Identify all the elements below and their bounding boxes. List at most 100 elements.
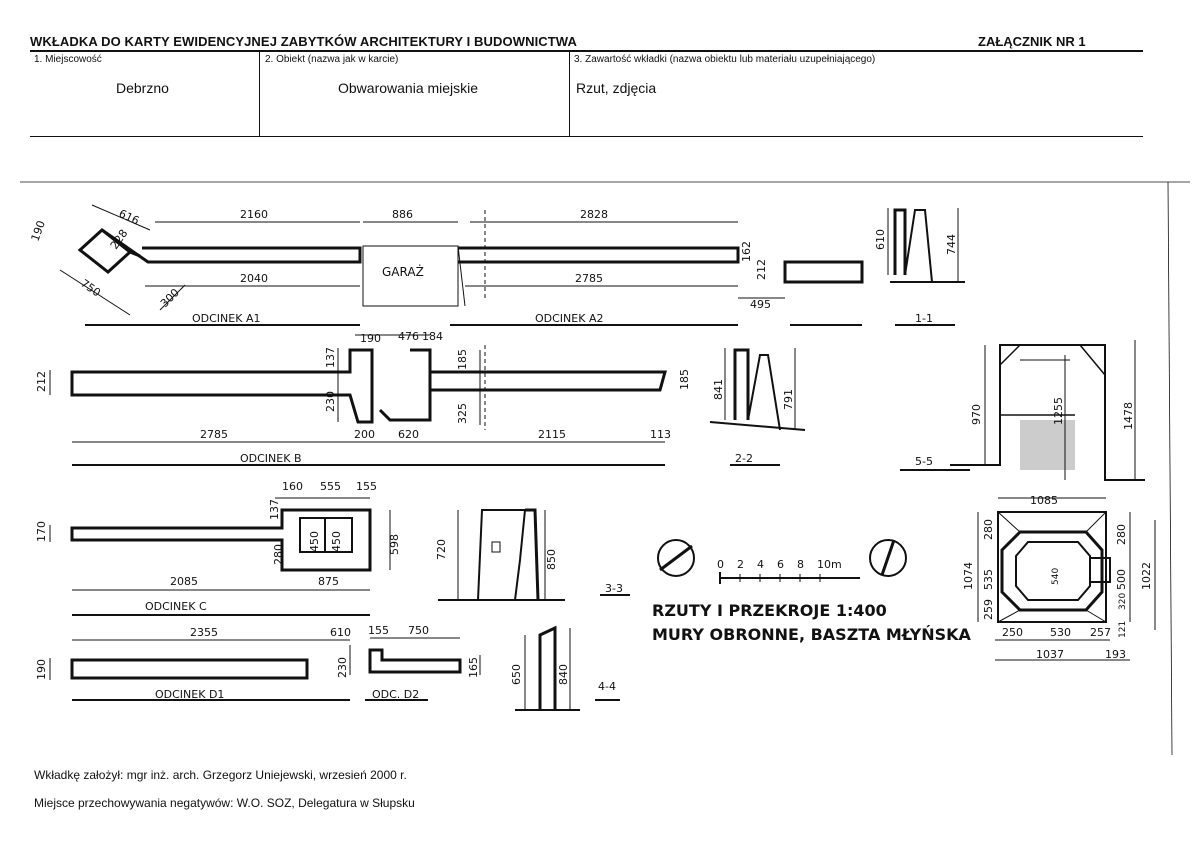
footer-author: Wkładkę założył: mgr inż. arch. Grzegorz… bbox=[34, 768, 407, 782]
field-divider bbox=[259, 51, 260, 137]
dim-193: 193 bbox=[1105, 648, 1126, 661]
dim-160: 160 bbox=[282, 480, 303, 493]
garage-outline bbox=[362, 245, 459, 307]
dim-540: 540 bbox=[1051, 568, 1061, 585]
dim-2355: 2355 bbox=[190, 626, 218, 639]
wall-b-right bbox=[430, 370, 667, 392]
wall-c bbox=[70, 508, 372, 572]
dim-230d: 230 bbox=[336, 657, 349, 678]
dim-165: 165 bbox=[467, 657, 480, 678]
wall-a2 bbox=[458, 246, 740, 264]
drawing-title-line1: RZUTY I PRZEKROJE 1:400 bbox=[652, 601, 887, 620]
label-section-3-3: 3-3 bbox=[605, 582, 623, 595]
section-3-3 bbox=[477, 509, 527, 601]
scale-tick-4: 4 bbox=[757, 558, 764, 571]
dim-300: 300 bbox=[158, 286, 182, 310]
dim-230: 230 bbox=[324, 391, 337, 412]
dim-1074: 1074 bbox=[962, 562, 975, 590]
dim-2828: 2828 bbox=[580, 208, 608, 221]
dim-875: 875 bbox=[318, 575, 339, 588]
field-object-label: 2. Obiekt (nazwa jak w karcie) bbox=[265, 54, 399, 65]
dim-2160: 2160 bbox=[240, 208, 268, 221]
dim-162: 162 bbox=[740, 241, 753, 262]
drawing-svg: 2160 886 2828 616 190 228 750 300 2040 2… bbox=[20, 181, 1190, 756]
dim-280: 280 bbox=[272, 544, 285, 565]
field-divider bbox=[569, 51, 570, 137]
label-odcinek-b: ODCINEK B bbox=[240, 452, 302, 465]
dim-320: 320 bbox=[1118, 593, 1128, 610]
dim-155d: 155 bbox=[368, 624, 389, 637]
dim-190d: 190 bbox=[35, 659, 48, 680]
field-object-value: Obwarowania miejskie bbox=[338, 80, 479, 96]
dim-280r: 280 bbox=[1115, 524, 1128, 545]
dim-250: 250 bbox=[1002, 626, 1023, 639]
dim-257: 257 bbox=[1090, 626, 1111, 639]
north-arrow-right bbox=[869, 539, 907, 577]
wall-d1 bbox=[70, 658, 309, 680]
dim-744: 744 bbox=[945, 234, 958, 255]
dim-840: 840 bbox=[557, 664, 570, 685]
label-section-4-4: 4-4 bbox=[598, 680, 616, 693]
dim-1478: 1478 bbox=[1122, 402, 1135, 430]
section-5-5 bbox=[950, 344, 1145, 481]
wall-a2-end bbox=[783, 260, 864, 284]
dim-1085: 1085 bbox=[1030, 494, 1058, 507]
dim-184: 184 bbox=[422, 330, 443, 343]
field-contents-value: Rzut, zdjęcia bbox=[576, 80, 657, 96]
dim-185: 185 bbox=[456, 349, 469, 370]
field-locality-label: 1. Miejscowość bbox=[34, 54, 102, 65]
dim-530: 530 bbox=[1050, 626, 1071, 639]
wall-a1 bbox=[101, 228, 362, 264]
drawing-title-line2: MURY OBRONNE, BASZTA MŁYŃSKA bbox=[652, 625, 972, 644]
label-odcinek-d1: ODCINEK D1 bbox=[155, 688, 224, 701]
label-section-2-2: 2-2 bbox=[735, 452, 753, 465]
dim-720: 720 bbox=[435, 539, 448, 560]
dim-2785b: 2785 bbox=[200, 428, 228, 441]
dim-610: 610 bbox=[874, 229, 887, 250]
section-4-4 bbox=[538, 625, 557, 710]
dim-450a: 450 bbox=[308, 531, 321, 552]
label-odcinek-c: ODCINEK C bbox=[145, 600, 207, 613]
label-odcinek-a1: ODCINEK A1 bbox=[192, 312, 260, 325]
tower-plan bbox=[997, 511, 1107, 623]
field-locality-value: Debrzno bbox=[116, 80, 169, 96]
scale-tick-10m: 10m bbox=[817, 558, 842, 571]
architectural-drawing: 2160 886 2828 616 190 228 750 300 2040 2… bbox=[20, 180, 1190, 756]
dim-185r: 185 bbox=[678, 369, 691, 390]
dim-259: 259 bbox=[982, 599, 995, 620]
dim-170: 170 bbox=[35, 521, 48, 542]
dim-476: 476 bbox=[398, 330, 419, 343]
north-arrow-left bbox=[657, 539, 695, 577]
label-odcinek-d2: ODC. D2 bbox=[372, 688, 419, 701]
dim-2785: 2785 bbox=[575, 272, 603, 285]
section-2-2 bbox=[733, 348, 750, 420]
scale-tick-0: 0 bbox=[717, 558, 724, 571]
dim-325: 325 bbox=[456, 403, 469, 424]
scale-tick-6: 6 bbox=[777, 558, 784, 571]
dim-791: 791 bbox=[782, 389, 795, 410]
wall-d2 bbox=[368, 648, 462, 674]
dim-2115: 2115 bbox=[538, 428, 566, 441]
dim-2040: 2040 bbox=[240, 272, 268, 285]
dim-137: 137 bbox=[324, 347, 337, 368]
scale-tick-8: 8 bbox=[797, 558, 804, 571]
fields-bottom-rule bbox=[30, 136, 1143, 137]
label-odcinek-a2: ODCINEK A2 bbox=[535, 312, 603, 325]
dim-113: 113 bbox=[650, 428, 671, 441]
dim-212: 212 bbox=[755, 259, 768, 280]
dim-1037: 1037 bbox=[1036, 648, 1064, 661]
dim-555: 555 bbox=[320, 480, 341, 493]
dim-200: 200 bbox=[354, 428, 375, 441]
footer-storage: Miejsce przechowywania negatywów: W.O. S… bbox=[34, 796, 415, 810]
label-section-5-5: 5-5 bbox=[915, 455, 933, 468]
field-contents-label: 3. Zawartość wkładki (nazwa obiektu lub … bbox=[574, 54, 876, 65]
dim-190b: 190 bbox=[360, 332, 381, 345]
dim-155: 155 bbox=[356, 480, 377, 493]
dim-1022: 1022 bbox=[1140, 562, 1153, 590]
scale-tick-2: 2 bbox=[737, 558, 744, 571]
dim-500: 500 bbox=[1115, 569, 1128, 590]
dim-137c: 137 bbox=[268, 499, 281, 520]
dim-535: 535 bbox=[982, 569, 995, 590]
form-title: WKŁADKA DO KARTY EWIDENCYJNEJ ZABYTKÓW A… bbox=[30, 34, 577, 49]
dim-620: 620 bbox=[398, 428, 419, 441]
